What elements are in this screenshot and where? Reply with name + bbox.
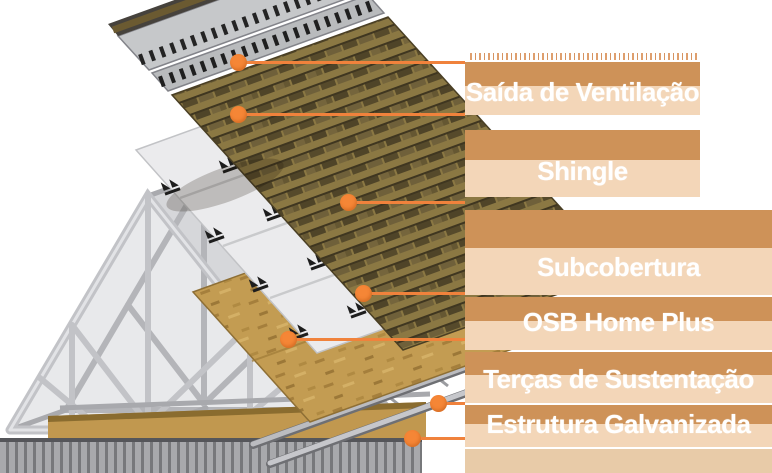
callout-label: Terças de Sustentação [483,364,754,394]
callout-bar [465,210,772,295]
layer-marker-dot[interactable] [430,395,447,412]
vent-slots-lower [158,0,378,88]
purlin-rails [249,358,504,468]
callout-label: Subcobertura [536,252,701,282]
layer-marker-dot[interactable] [280,331,297,348]
callout-bar [465,297,772,350]
callout-label: Saída de Ventilação [465,77,700,107]
ridge-cap-roll [111,0,207,34]
callout-label: Shingle [537,156,628,186]
callout-label: Estrutura Galvanizada [486,409,751,439]
fine-print-text-strip [470,53,698,60]
leader-line [294,338,465,341]
callout-bar [465,405,772,447]
leader-line [354,201,465,204]
leader-line [244,61,465,64]
layer-marker-dot[interactable] [230,54,247,71]
callout-bar [465,352,772,403]
callout-label: OSB Home Plus [522,307,715,337]
leader-line [369,292,465,295]
ridge-cap [108,0,218,36]
leader-line [444,402,465,405]
callout-bar [465,130,700,197]
callout-bar [465,449,772,473]
leader-line [418,437,465,440]
layer-marker-dot[interactable] [404,430,421,447]
layer-marker-dot[interactable] [340,194,357,211]
ridge-vent-assembly [108,0,386,92]
layer-marker-dot[interactable] [230,106,247,123]
vent-slots-upper [138,0,323,66]
callout-bar [465,62,700,115]
ridge-shadow [166,158,284,212]
leader-line [244,113,465,116]
layer-marker-dot[interactable] [355,285,372,302]
